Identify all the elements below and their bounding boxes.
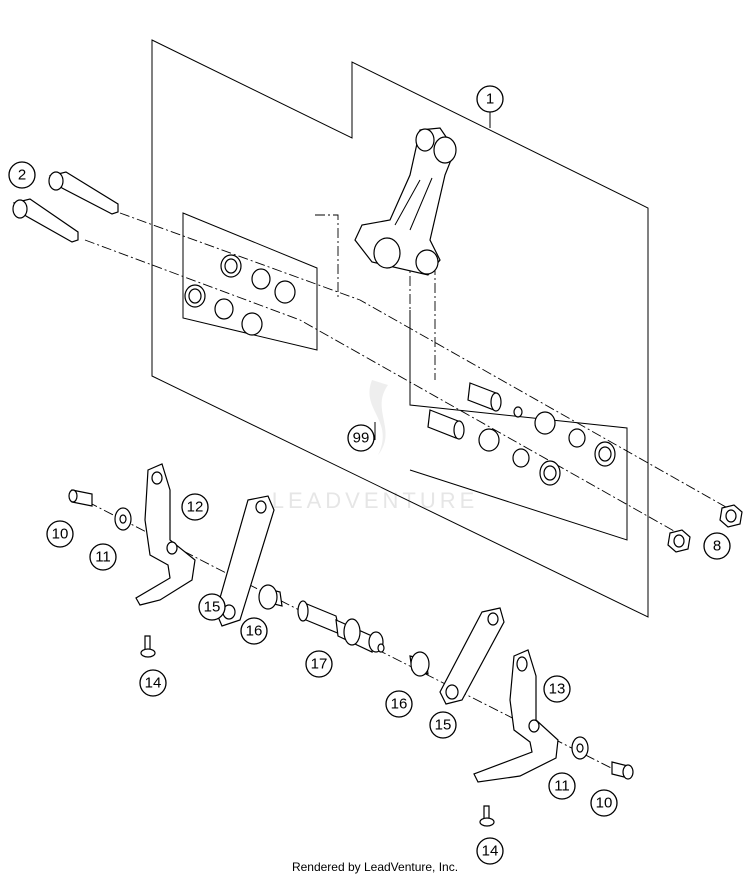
svg-text:12: 12 xyxy=(187,499,204,516)
link-plate-right xyxy=(439,607,505,705)
svg-text:14: 14 xyxy=(482,843,499,860)
callout-8: 8 xyxy=(703,532,731,560)
svg-text:13: 13 xyxy=(549,681,566,698)
link-plate-left xyxy=(215,495,275,627)
callout-15-left: 15 xyxy=(198,593,226,621)
footpeg-bracket-right xyxy=(473,649,559,783)
pivot-shaft xyxy=(297,600,385,653)
svg-text:99: 99 xyxy=(353,430,370,447)
svg-text:11: 11 xyxy=(554,778,570,795)
svg-text:10: 10 xyxy=(52,526,69,543)
axis-lines xyxy=(84,212,741,776)
callout-14-right: 14 xyxy=(476,837,504,865)
render-credit: Rendered by LeadVenture, Inc. xyxy=(291,860,459,874)
bushing-right xyxy=(409,651,430,677)
screw-left xyxy=(140,635,156,658)
small-bolt-left xyxy=(68,489,93,507)
svg-text:17: 17 xyxy=(311,656,328,673)
callout-13: 13 xyxy=(543,675,571,703)
small-bolt-right xyxy=(611,761,634,780)
svg-text:14: 14 xyxy=(145,675,162,692)
bushing-left xyxy=(258,584,283,610)
footpeg-bracket-left xyxy=(135,463,196,606)
callout-14-left: 14 xyxy=(139,669,167,697)
callout-16-left: 16 xyxy=(240,617,268,645)
assembly-frame xyxy=(151,39,649,618)
nut-lower xyxy=(667,529,691,553)
svg-text:16: 16 xyxy=(246,623,263,640)
svg-text:8: 8 xyxy=(713,538,721,555)
washer-right xyxy=(571,736,589,760)
leader-lines xyxy=(374,112,491,440)
kit-bushings-right xyxy=(427,382,616,486)
callout-1: 1 xyxy=(476,85,504,113)
watermark-text: LEADVENTURE xyxy=(272,488,479,513)
long-bolt-lower xyxy=(12,198,79,243)
callout-11-left: 11 xyxy=(89,543,117,571)
callout-10-left: 10 xyxy=(46,520,74,548)
callout-17: 17 xyxy=(305,650,333,678)
svg-text:2: 2 xyxy=(18,167,26,184)
callout-99: 99 xyxy=(347,424,375,452)
kit-bushings-left xyxy=(184,254,296,336)
callout-15-right: 15 xyxy=(429,711,457,739)
callout-11-right: 11 xyxy=(548,772,576,800)
linkage-arm xyxy=(354,127,457,276)
svg-text:15: 15 xyxy=(435,717,452,734)
callout-12: 12 xyxy=(181,493,209,521)
svg-text:15: 15 xyxy=(204,599,221,616)
svg-text:11: 11 xyxy=(95,549,111,566)
svg-text:16: 16 xyxy=(391,696,408,713)
callout-16-right: 16 xyxy=(385,690,413,718)
long-bolt-upper xyxy=(48,171,119,215)
callout-2: 2 xyxy=(8,161,36,189)
svg-text:1: 1 xyxy=(486,91,494,108)
callout-10-right: 10 xyxy=(590,789,618,817)
kit-frame-left xyxy=(182,212,318,351)
nut-upper xyxy=(719,504,743,528)
watermark: LEADVENTURE xyxy=(272,380,479,513)
svg-text:10: 10 xyxy=(596,795,613,812)
washer-left xyxy=(114,507,132,531)
screw-right xyxy=(479,805,495,827)
